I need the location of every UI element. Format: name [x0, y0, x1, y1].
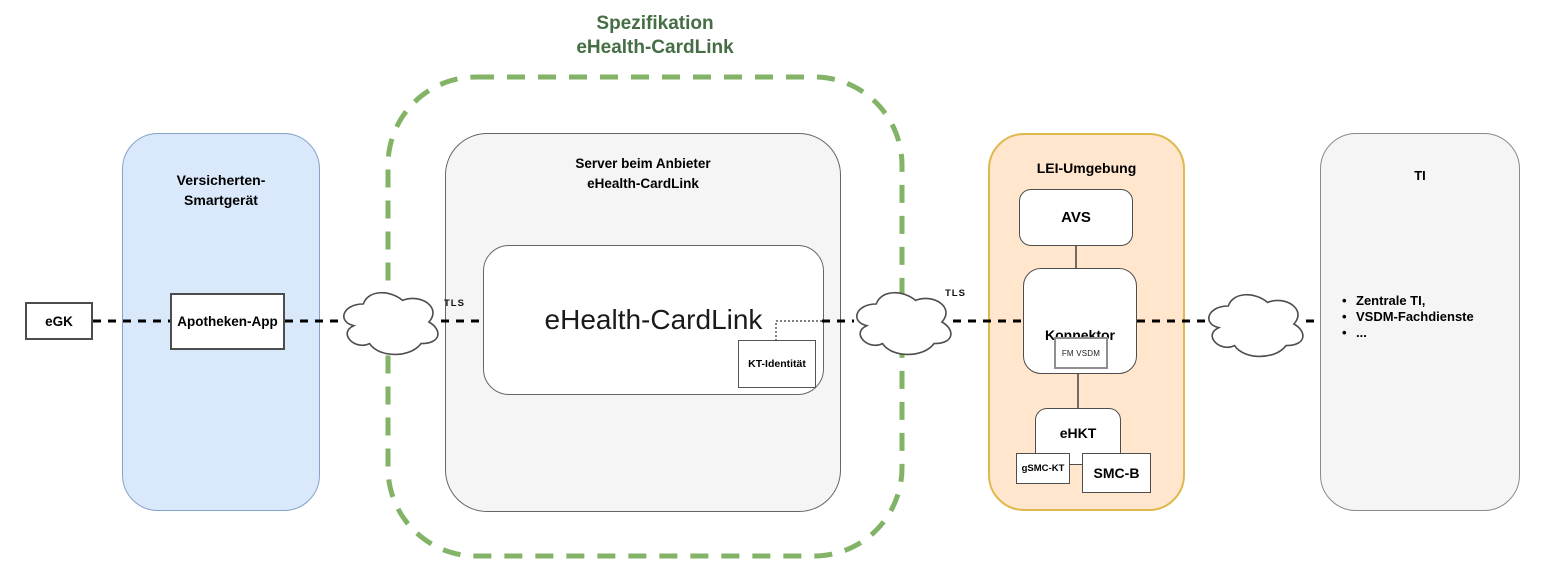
avs-label: AVS — [1061, 209, 1091, 226]
bullet-dot: • — [1342, 324, 1347, 340]
ti-bullet-list: • Zentrale TI, • VSDM-Fachdienste • ... — [1342, 293, 1512, 341]
kt-identitaet-node: KT-Identität — [738, 340, 816, 388]
konnektor-node: Konnektor FM VSDM — [1023, 268, 1137, 374]
diagram-title-line2: eHealth-CardLink — [576, 36, 734, 58]
server-anbieter-title: Server beim Anbieter eHealth-CardLink — [575, 156, 711, 191]
ti-bullet-item: • ... — [1342, 324, 1367, 340]
versicherten-smartgeraet-title: Versicherten- Smartgerät — [176, 172, 266, 209]
ehealth-cardlink-core-label: eHealth-CardLink — [544, 304, 763, 335]
egk-node: eGK — [25, 302, 93, 340]
ti-title: TI — [1414, 168, 1426, 183]
egk-label: eGK — [45, 313, 73, 329]
smc-b-label: SMC-B — [1093, 465, 1140, 481]
cloud-icon — [1208, 293, 1304, 358]
ehkt-label: eHKT — [1059, 425, 1097, 441]
bullet-dot: • — [1342, 293, 1347, 308]
apotheken-app-node: Apotheken-App — [170, 293, 285, 350]
lei-umgebung-title: LEI-Umgebung — [1036, 160, 1137, 176]
ti-container: TI — [1320, 133, 1520, 511]
avs-node: AVS — [1019, 189, 1133, 246]
bullet-dot: • — [1342, 308, 1347, 324]
ti-bullet-item: • VSDM-Fachdienste — [1342, 308, 1474, 324]
smc-b-node: SMC-B — [1082, 453, 1151, 493]
tls-label-left: TLS — [444, 298, 465, 309]
cloud-icon — [856, 291, 952, 356]
fm-vsdm-label: FM VSDM — [1061, 348, 1101, 358]
kt-identitaet-label: KT-Identität — [748, 358, 806, 370]
diagram-title: Spezifikation eHealth-CardLink — [455, 12, 855, 60]
gsmc-kt-node: gSMC-KT — [1016, 453, 1070, 484]
cloud-icon — [343, 291, 439, 356]
tls-label-right: TLS — [945, 288, 966, 299]
fm-vsdm-node: FM VSDM — [1054, 337, 1108, 369]
gsmc-kt-label: gSMC-KT — [1021, 463, 1065, 474]
apotheken-app-label: Apotheken-App — [177, 314, 278, 329]
ti-bullet-item: • Zentrale TI, — [1342, 293, 1426, 308]
diagram-title-line1: Spezifikation — [596, 13, 714, 34]
